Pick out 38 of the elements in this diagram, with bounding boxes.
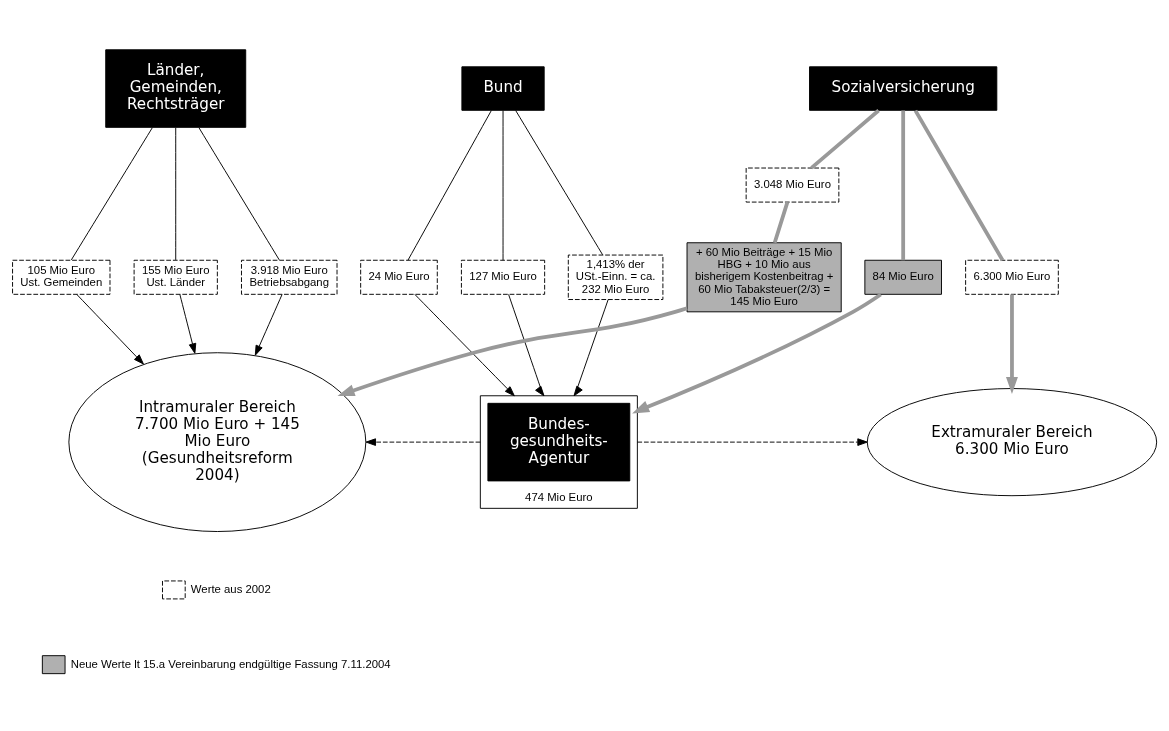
connector [913,109,1005,262]
arrow [632,292,882,414]
arrow [508,293,545,397]
node-box: 127 Mio Euro [460,259,546,295]
connector [407,110,492,261]
arrow [1006,294,1018,395]
connector [198,127,280,261]
node-box: Bund [461,66,545,111]
connector [175,127,177,261]
connector [515,110,604,256]
arrow [254,293,283,356]
arrow [573,299,609,397]
connector [901,110,906,261]
node-box: 6.300 Mio Euro [965,259,1059,295]
node-box: Bundes- gesundheits- Agentur [487,402,631,482]
arrow [365,438,481,446]
node-box: 155 Mio Euro Ust. Länder [133,259,218,295]
arrow [636,438,868,446]
connector [810,109,880,170]
node-box: 3.918 Mio Euro Betriebsabgang [241,259,338,295]
arrow [337,306,688,397]
connector [502,110,504,261]
node-box: 84 Mio Euro [864,259,942,295]
node-box: + 60 Mio Beiträge + 15 Mio HBG + 10 Mio aus bisherigem Kostenbeitrag + 60 Mio Tabaksteuer(2/3) = 145 Mio Euro [686,242,842,313]
node-box: 1,413% der USt.-Einn. = ca. 232 Mio Euro [567,254,664,300]
node-ellipse: Extramuraler Bereich 6.300 Mio Euro [866,388,1158,497]
connector [70,127,153,261]
legend-label: Neue Werte lt 15.a Vereinbarung endgültige Fassung 7.11.2004 [70,657,391,670]
node-box: Länder, Gemeinden, Rechtsträger [105,49,247,128]
node-box: 105 Mio Euro Ust. Gemeinden [12,259,111,295]
arrow [179,293,197,354]
connector [772,201,790,244]
node-box: 3.048 Mio Euro [745,167,840,203]
node-box: 24 Mio Euro [360,259,438,295]
arrow [414,293,515,397]
node-box: Sozialversicherung [809,66,998,111]
legend-label: Werte aus 2002 [190,582,271,595]
arrow [76,293,144,365]
